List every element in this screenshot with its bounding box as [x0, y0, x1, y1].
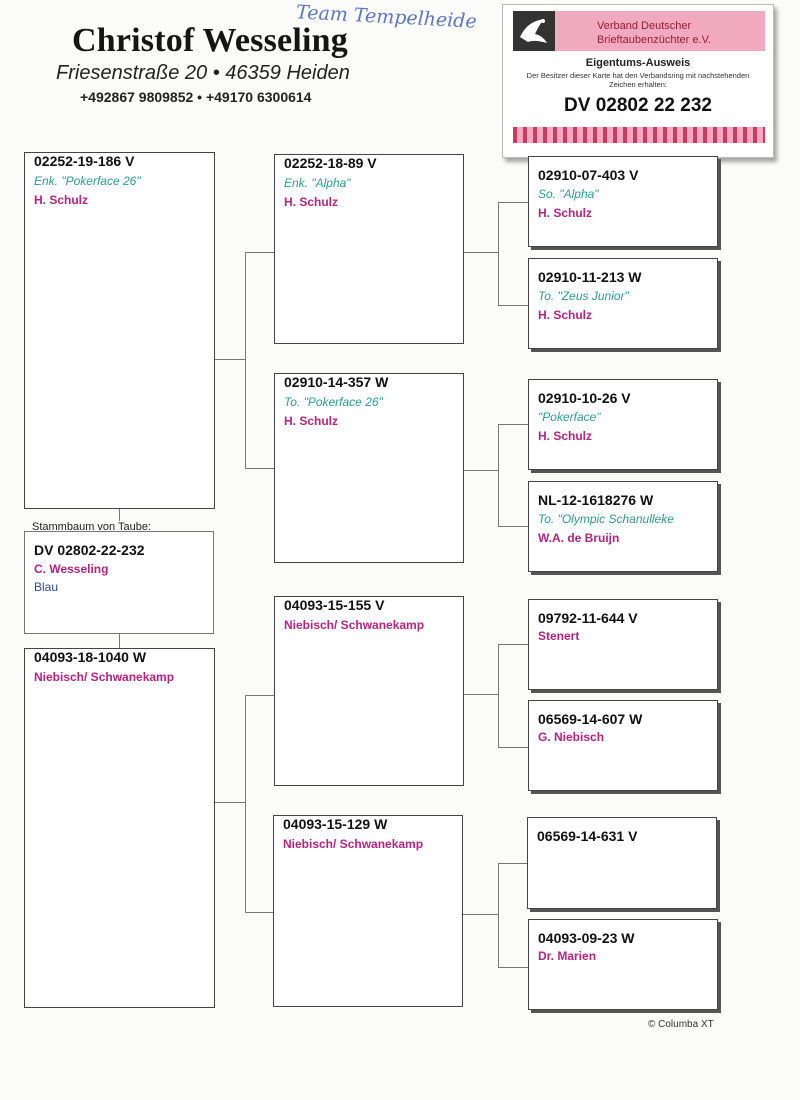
ggp-4-ring: NL-12-1618276 W [538, 492, 654, 508]
ggp-1-breeder: H. Schulz [538, 206, 593, 220]
sire-sire-breeder: H. Schulz [284, 195, 339, 209]
dam-sire-ring: 04093-15-155 V [284, 597, 385, 613]
connector-sd-top [498, 424, 528, 425]
dam-dam-ring: 04093-15-129 W [283, 816, 388, 832]
ggp-6-breeder: G. Niebisch [538, 730, 605, 744]
sire-breeder: H. Schulz [34, 193, 89, 207]
connector-ss-right [464, 252, 498, 253]
ggp-2-name: To. "Zeus Junior" [538, 289, 629, 303]
dam-breeder: Niebisch/ Schwanekamp [34, 670, 175, 684]
ggp-8-breeder: Dr. Marien [538, 949, 597, 963]
connector-sire-vertical [245, 252, 246, 468]
header-title: Christof Wesseling [72, 22, 348, 59]
connector-sd-bottom [498, 526, 528, 527]
connector-dam-dam [245, 912, 275, 913]
connector-dd-vertical [498, 863, 499, 967]
header-address: Friesenstraße 20 • 46359 Heiden [56, 62, 350, 84]
software-credit: © Columba XT [648, 1019, 714, 1030]
connector-ss-vertical [498, 202, 499, 305]
sire-sire-ring: 02252-18-89 V [284, 155, 377, 171]
sire-box: 02252-19-186 V Enk. "Pokerface 26" H. Sc… [24, 152, 215, 509]
sire-dam-name: To. "Pokerface 26" [284, 395, 383, 409]
ggp-2-box: 02910-11-213 W To. "Zeus Junior" H. Schu… [528, 258, 718, 349]
subject-ring: DV 02802-22-232 [34, 542, 145, 558]
ggp-5-breeder: Stenert [538, 629, 580, 643]
ggp-8-ring: 04093-09-23 W [538, 930, 635, 946]
subject-color: Blau [34, 580, 59, 594]
dam-sire-box: 04093-15-155 V Niebisch/ Schwanekamp [274, 596, 464, 786]
card-decorative-band [513, 127, 765, 143]
ggp-3-breeder: H. Schulz [538, 429, 593, 443]
pigeon-logo-icon [513, 11, 555, 51]
connector-dd-right [463, 914, 498, 915]
ggp-3-ring: 02910-10-26 V [538, 390, 631, 406]
connector-ds-vertical [498, 644, 499, 747]
ggp-4-box: NL-12-1618276 W To. "Olympic Schanulleke… [528, 481, 718, 572]
connector-subject-top [119, 509, 120, 531]
dam-dam-breeder: Niebisch/ Schwanekamp [283, 837, 424, 851]
ggp-4-breeder: W.A. de Bruijn [538, 531, 620, 545]
connector-dd-top [498, 863, 528, 864]
ggp-6-ring: 06569-14-607 W [538, 711, 643, 727]
connector-ds-top [498, 644, 528, 645]
ggp-3-name: "Pokerface" [538, 410, 601, 424]
connector-dam-sire [245, 695, 275, 696]
card-organization-line2: Brieftaubenzüchter e.V. [597, 34, 711, 46]
subject-caption: Stammbaum von Taube: [30, 521, 154, 533]
header-phone: +492867 9809852 • +49170 6300614 [80, 89, 312, 105]
pigeon-logo-svg [520, 19, 547, 43]
ggp-7-ring: 06569-14-631 V [537, 828, 638, 844]
dam-ring: 04093-18-1040 W [34, 649, 147, 665]
card-ring-number: DV 02802 22 232 [564, 95, 712, 116]
card-header-band: Verband Deutscher Brieftaubenzüchter e.V… [513, 11, 765, 51]
connector-dd-bottom [498, 967, 528, 968]
ownership-card: Verband Deutscher Brieftaubenzüchter e.V… [502, 4, 774, 158]
ggp-3-box: 02910-10-26 V "Pokerface" H. Schulz [528, 379, 718, 470]
ggp-1-box: 02910-07-403 V So. "Alpha" H. Schulz [528, 156, 718, 247]
subject-box: DV 02802-22-232 C. Wesseling Blau [24, 531, 214, 634]
connector-dam-vertical [245, 695, 246, 912]
card-heading: Eigentums-Ausweis [585, 57, 691, 69]
connector-ss-bottom [498, 305, 528, 306]
card-organization: Verband Deutscher Brieftaubenzüchter e.V… [597, 19, 711, 47]
ggp-4-name: To. "Olympic Schanulleke [538, 512, 674, 526]
sire-ring: 02252-19-186 V [34, 153, 135, 169]
ggp-7-box: 06569-14-631 V [527, 817, 717, 909]
connector-subject-bottom [119, 633, 120, 648]
connector-sd-vertical [498, 424, 499, 526]
ggp-6-box: 06569-14-607 W G. Niebisch [528, 700, 718, 791]
connector-ss-top [498, 202, 528, 203]
ggp-1-name: So. "Alpha" [538, 187, 599, 201]
ggp-2-ring: 02910-11-213 W [538, 269, 642, 285]
connector-sire-dam [245, 468, 275, 469]
dam-box: 04093-18-1040 W Niebisch/ Schwanekamp [24, 648, 215, 1008]
connector-ds-bottom [498, 747, 528, 748]
sire-dam-box: 02910-14-357 W To. "Pokerface 26" H. Sch… [274, 373, 464, 563]
ggp-5-ring: 09792-11-644 V [538, 610, 638, 626]
ggp-8-box: 04093-09-23 W Dr. Marien [528, 919, 718, 1010]
dam-dam-box: 04093-15-129 W Niebisch/ Schwanekamp [273, 815, 463, 1007]
sire-sire-box: 02252-18-89 V Enk. "Alpha" H. Schulz [274, 154, 464, 344]
sire-sire-name: Enk. "Alpha" [284, 176, 351, 190]
connector-dam-right [214, 802, 245, 803]
dam-sire-breeder: Niebisch/ Schwanekamp [284, 618, 425, 632]
card-organization-line1: Verband Deutscher [597, 20, 692, 32]
sire-name: Enk. "Pokerface 26" [34, 174, 141, 188]
connector-sire-sire [245, 252, 275, 253]
ggp-1-ring: 02910-07-403 V [538, 167, 639, 183]
connector-ds-right [464, 694, 498, 695]
subject-breeder: C. Wesseling [34, 562, 109, 576]
ggp-2-breeder: H. Schulz [538, 308, 593, 322]
sire-dam-ring: 02910-14-357 W [284, 374, 389, 390]
card-description: Der Besitzer dieser Karte hat den Verban… [526, 71, 750, 89]
ggp-5-box: 09792-11-644 V Stenert [528, 599, 718, 690]
connector-sire-right [214, 359, 245, 360]
sire-dam-breeder: H. Schulz [284, 414, 339, 428]
connector-sd-right [464, 470, 498, 471]
